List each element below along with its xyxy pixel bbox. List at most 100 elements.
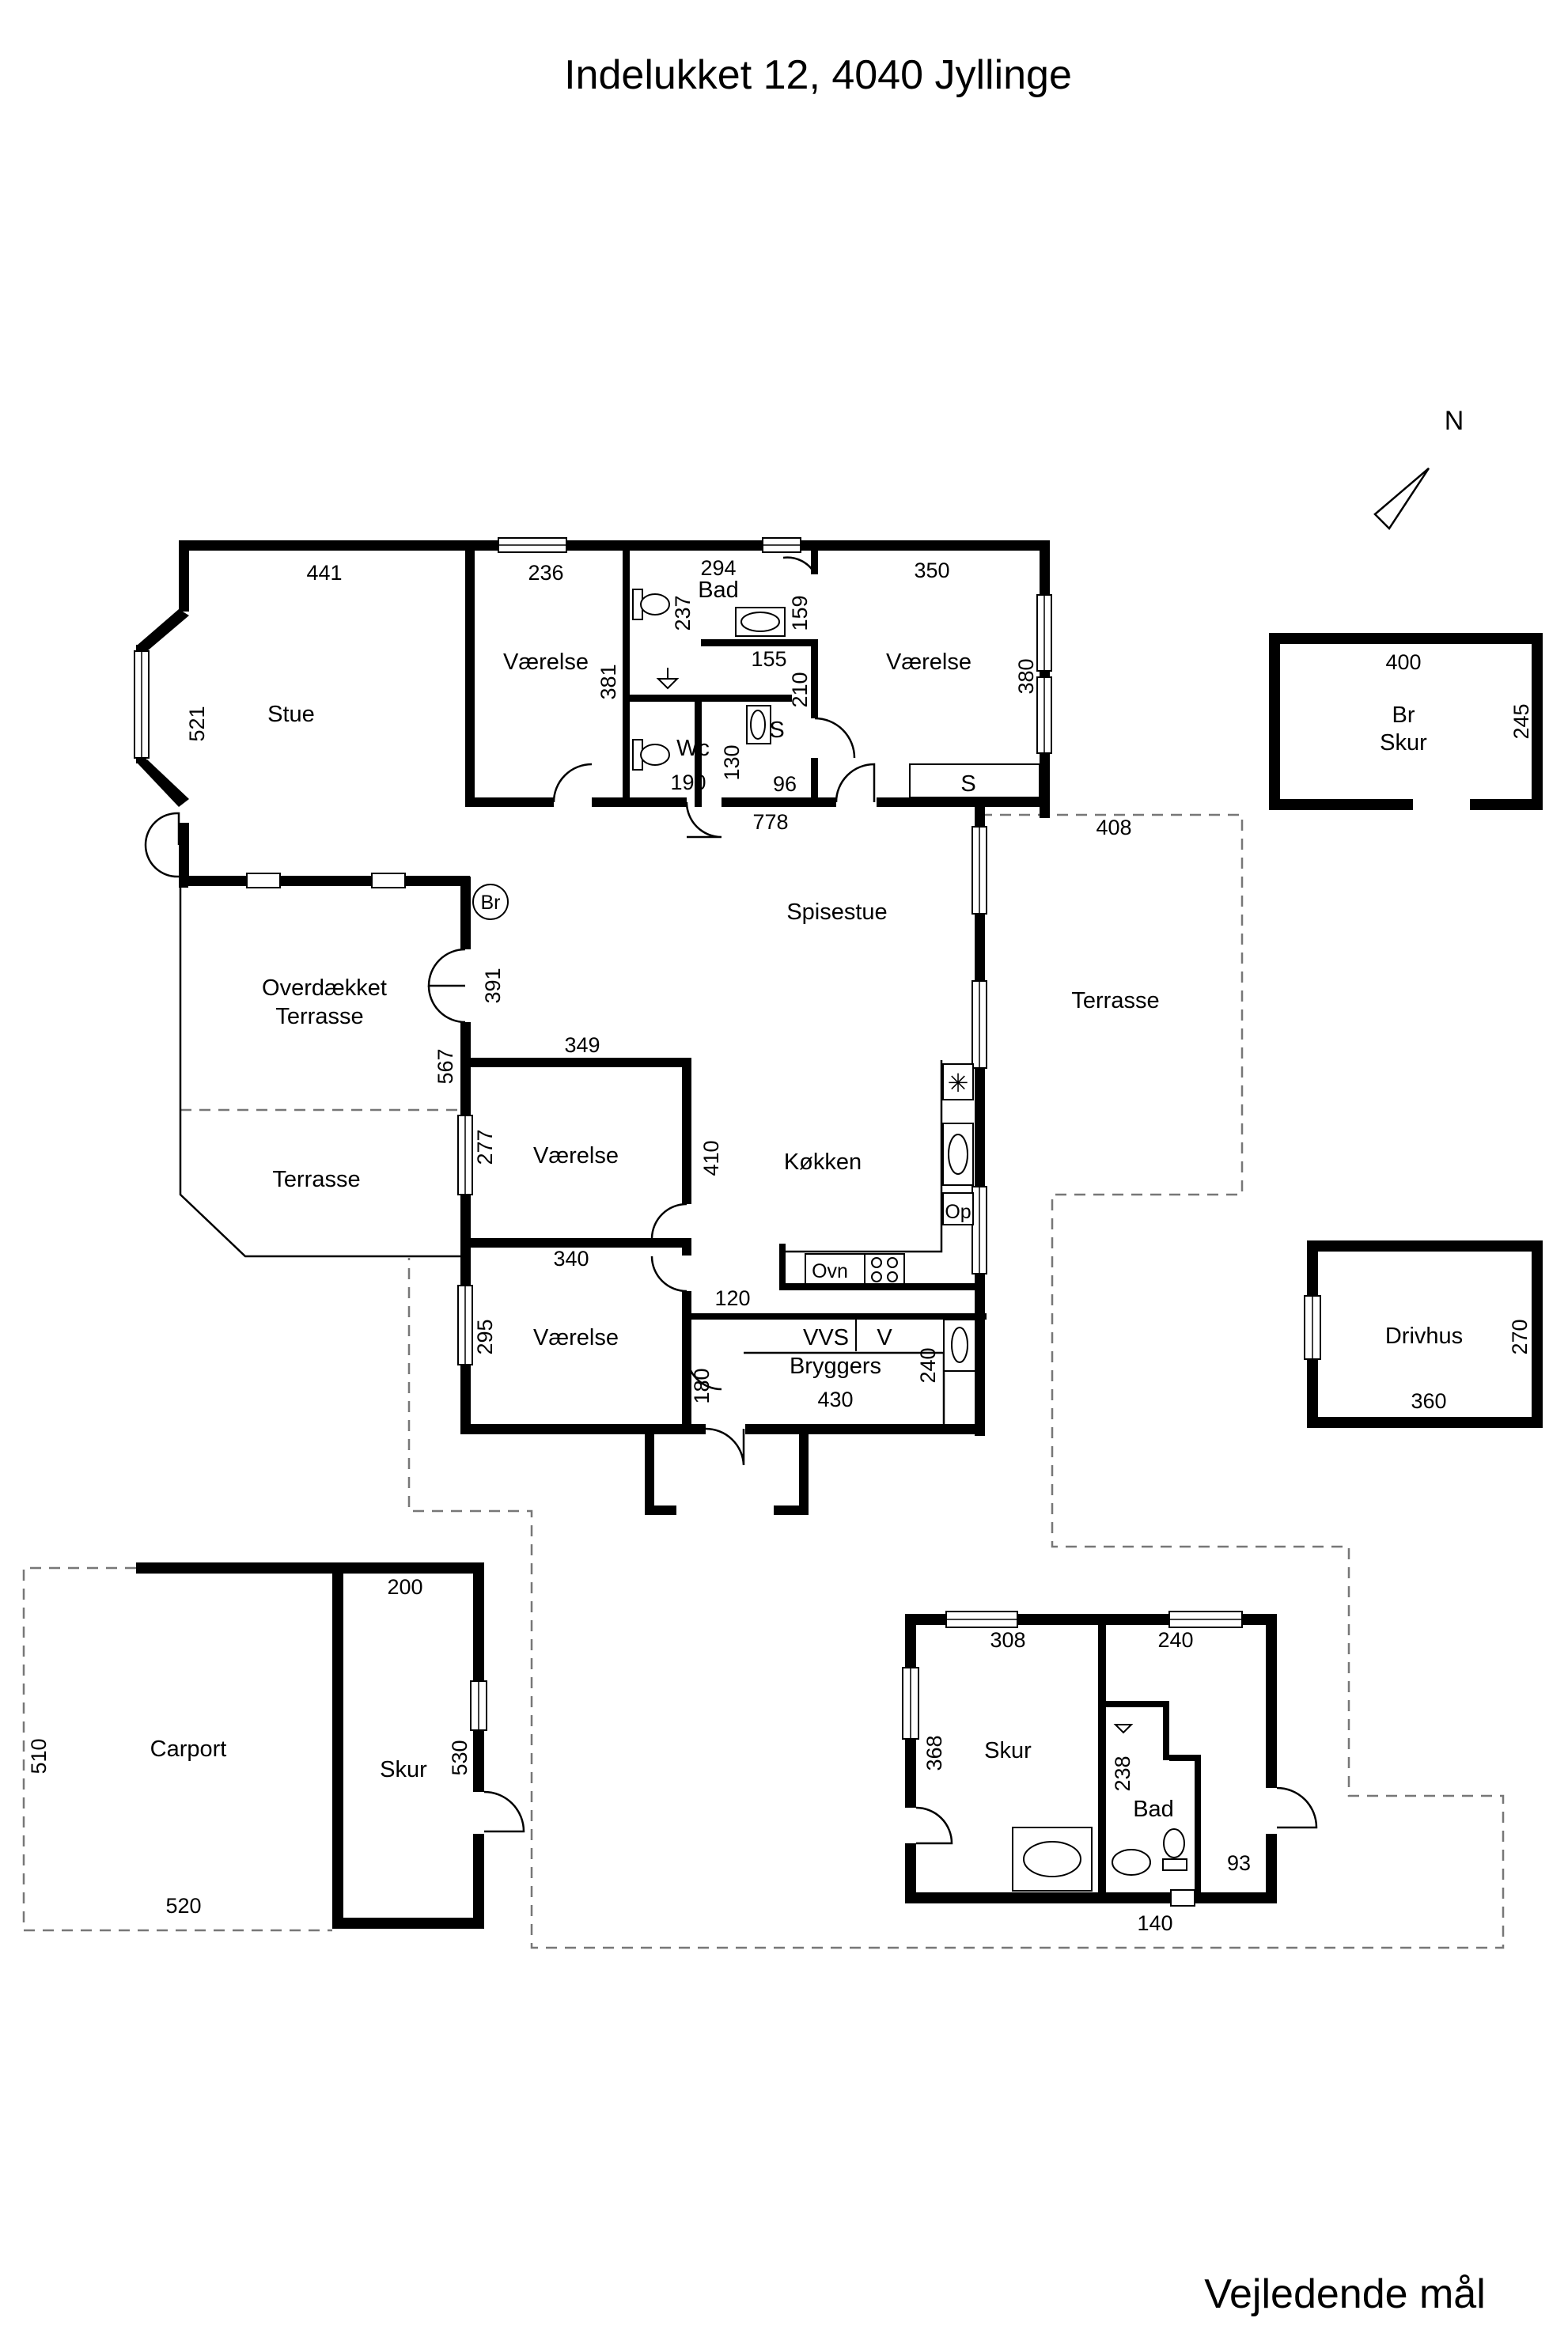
- dim-408: 408: [1096, 816, 1131, 839]
- room-overdaekket-terrasse: Terrasse: [275, 1004, 363, 1029]
- dim-93: 93: [1227, 1851, 1251, 1875]
- dim-380: 380: [1014, 658, 1038, 694]
- dim-381: 381: [597, 664, 620, 699]
- room-bad: Bad: [698, 578, 739, 603]
- sink-icon: [735, 607, 786, 637]
- room-stue: Stue: [267, 702, 315, 727]
- dimension-labels: 441 236 294 350 521 381 237 159 155 210 …: [27, 556, 1533, 1935]
- dim-410: 410: [699, 1140, 723, 1176]
- dim-140: 140: [1137, 1911, 1172, 1935]
- dim-238: 238: [1111, 1755, 1134, 1791]
- dim-391: 391: [481, 968, 505, 1003]
- label-v: V: [877, 1325, 892, 1350]
- dim-360: 360: [1411, 1389, 1446, 1413]
- plan-title: Indelukket 12, 4040 Jyllinge: [564, 52, 1072, 98]
- main-house-walls: [136, 540, 1050, 1515]
- stove-icon: [864, 1253, 905, 1285]
- terrace-outlines: [22, 813, 1505, 1949]
- dim-521: 521: [185, 706, 209, 741]
- oven-box: [805, 1253, 865, 1285]
- room-bryggers: Bryggers: [790, 1354, 881, 1379]
- shower-icon: [1113, 1724, 1134, 1734]
- dim-295: 295: [473, 1319, 497, 1354]
- main-house-windows: [134, 537, 1052, 1365]
- compass-label: N: [1445, 406, 1464, 436]
- dim-236: 236: [528, 561, 563, 585]
- toilet-icon: [632, 589, 670, 620]
- room-drivhus: Drivhus: [1385, 1324, 1463, 1349]
- boiler-icon: [472, 884, 509, 920]
- dim-430: 430: [817, 1388, 853, 1411]
- dim-190: 190: [670, 771, 706, 794]
- sink-icon: [1112, 1849, 1151, 1876]
- room-br-skur-2: Skur: [1380, 730, 1427, 756]
- room-br-skur-1: Br: [1392, 703, 1415, 728]
- dim-277: 277: [473, 1129, 497, 1165]
- toilet-icon: [1162, 1828, 1187, 1871]
- closet: [909, 763, 1040, 798]
- skur-left-walls: [136, 1562, 525, 1929]
- room-skur-left: Skur: [380, 1757, 427, 1782]
- dim-96: 96: [773, 772, 797, 796]
- covered-terrace-outline: [179, 888, 463, 1258]
- dim-245: 245: [1509, 703, 1533, 739]
- dim-400: 400: [1385, 650, 1421, 674]
- dim-180: 180: [690, 1368, 714, 1403]
- fixtures: ✳: [472, 589, 1040, 1424]
- room-s-closet-2: S: [960, 771, 975, 797]
- dim-530: 530: [448, 1740, 472, 1775]
- room-spisestue: Spisestue: [786, 900, 887, 925]
- room-vaerelse-3: Værelse: [533, 1143, 619, 1168]
- dim-308: 308: [990, 1628, 1025, 1652]
- room-wc: Wc: [676, 736, 710, 761]
- room-terrasse-right: Terrasse: [1071, 988, 1159, 1013]
- label-ovn: Ovn: [812, 1260, 848, 1282]
- footer-note: Vejledende mål: [1204, 2271, 1486, 2317]
- br-skur-walls: [1269, 633, 1543, 810]
- sink-icon: [746, 705, 771, 744]
- dim-778: 778: [752, 810, 788, 834]
- room-koekken: Køkken: [784, 1149, 862, 1175]
- dim-237: 237: [671, 595, 695, 631]
- room-s-closet-1: S: [769, 718, 784, 743]
- room-vaerelse-4: Værelse: [533, 1325, 619, 1350]
- dim-159: 159: [788, 595, 812, 631]
- room-overdaekket: Overdækket: [262, 975, 387, 1001]
- room-vaerelse-1: Værelse: [503, 650, 589, 675]
- label-op: Op: [945, 1201, 971, 1223]
- room-carport: Carport: [150, 1737, 227, 1762]
- drivhus-walls: [1304, 1240, 1543, 1428]
- dim-340: 340: [553, 1247, 589, 1271]
- dim-210: 210: [788, 672, 812, 707]
- label-vvs: VVS: [803, 1325, 849, 1350]
- dim-120: 120: [714, 1286, 750, 1310]
- room-terrasse-left: Terrasse: [272, 1167, 360, 1192]
- dim-520: 520: [165, 1894, 201, 1918]
- dim-567: 567: [434, 1048, 457, 1084]
- door-swings: [144, 556, 876, 1466]
- skur-right-walls: [902, 1611, 1318, 1907]
- room-skur-right: Skur: [984, 1738, 1032, 1763]
- dim-200: 200: [387, 1575, 422, 1599]
- room-br: Br: [481, 892, 501, 914]
- dim-368: 368: [922, 1735, 946, 1771]
- dim-240-bryggers: 240: [916, 1347, 940, 1383]
- dishwasher-box: [942, 1192, 974, 1225]
- dim-294: 294: [700, 556, 736, 580]
- dim-270: 270: [1508, 1319, 1532, 1354]
- dim-441: 441: [306, 561, 342, 585]
- dim-130: 130: [720, 744, 744, 780]
- dim-240-right: 240: [1157, 1628, 1193, 1652]
- dim-349: 349: [564, 1033, 600, 1057]
- north-arrow-icon: N: [1373, 406, 1464, 530]
- shower-icon: [656, 668, 680, 690]
- room-vaerelse-2: Værelse: [886, 650, 971, 675]
- dim-350: 350: [914, 559, 949, 582]
- room-bad-right: Bad: [1133, 1797, 1174, 1822]
- svg-text:✳: ✳: [948, 1069, 969, 1097]
- room-labels: Stue Værelse Bad Værelse Wc S S Br Spise…: [150, 578, 1464, 1822]
- extractor-fan-icon: [942, 1063, 974, 1100]
- toilet-icon: [632, 739, 670, 771]
- dim-510: 510: [27, 1738, 51, 1774]
